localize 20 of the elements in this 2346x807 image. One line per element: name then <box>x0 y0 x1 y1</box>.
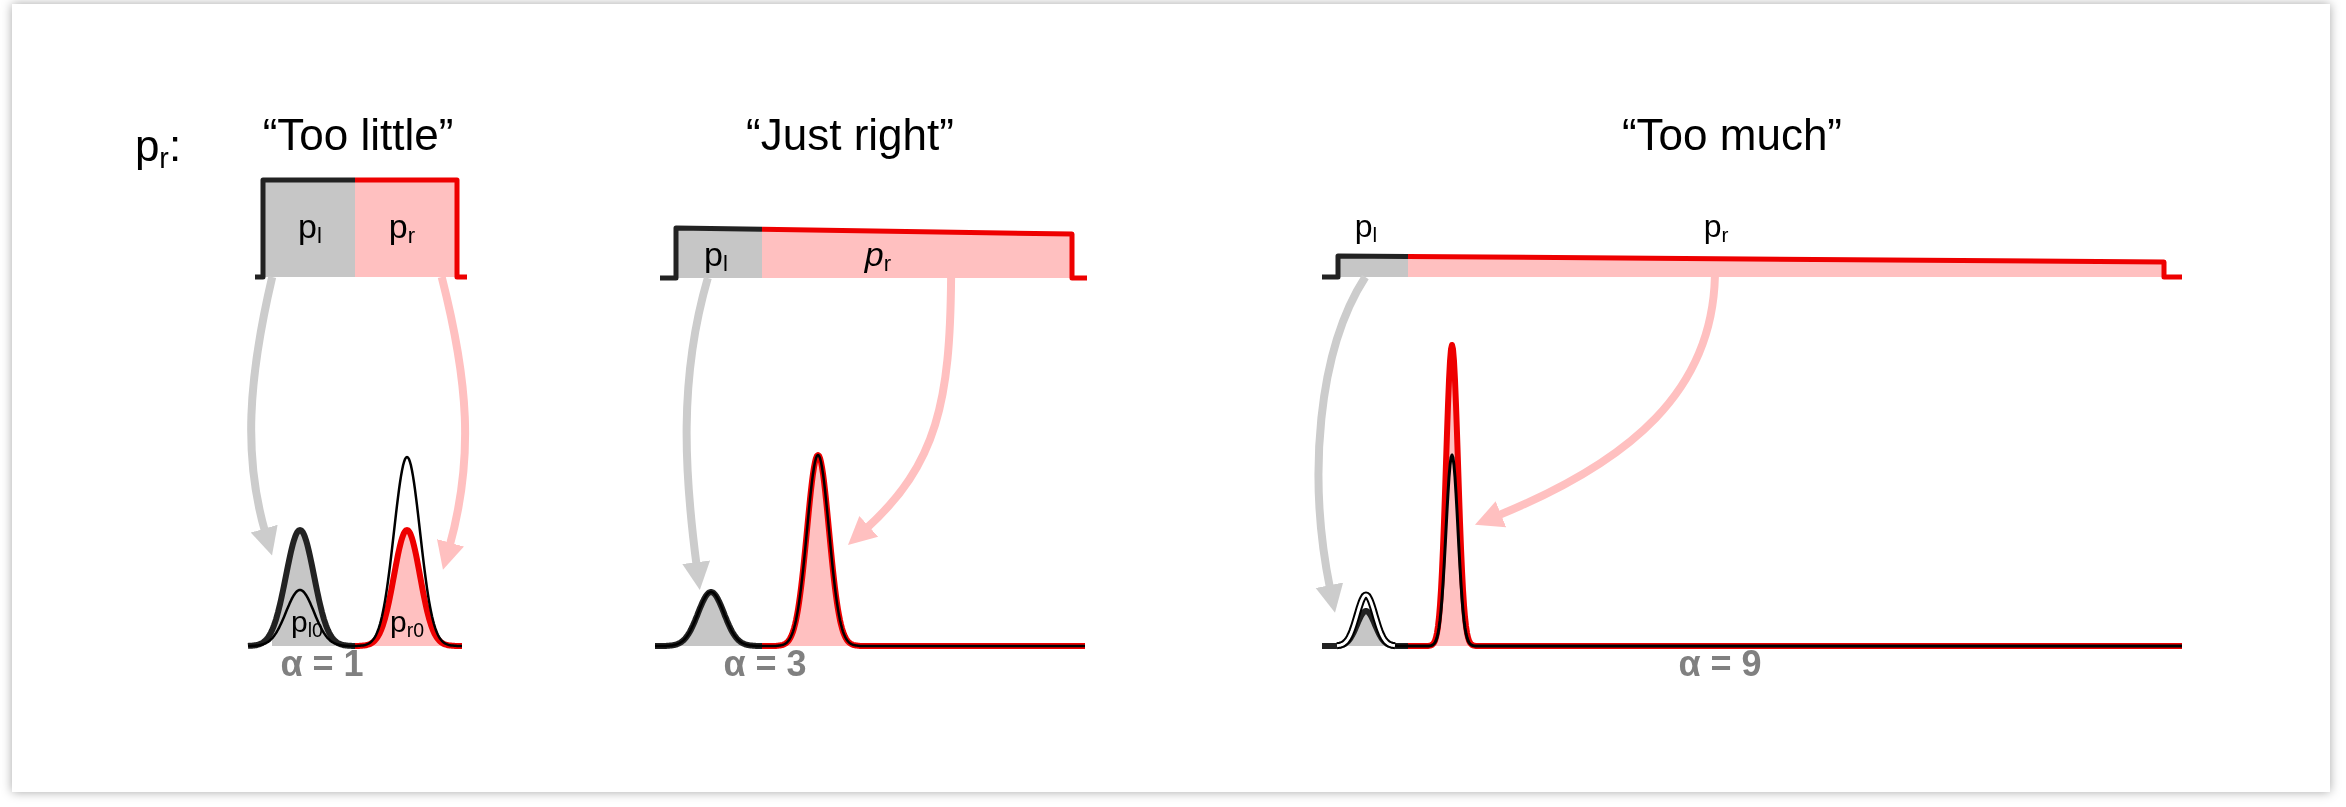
arrow <box>1475 276 1719 528</box>
arrow <box>682 277 712 590</box>
region-label: p$_{l}$ <box>1354 210 1378 246</box>
parameter-label: α = 1 <box>280 644 364 684</box>
variable-label: p$_{r}$: <box>134 121 182 175</box>
region-label: p$_{r}$ <box>1703 210 1729 246</box>
arrow <box>1314 275 1369 613</box>
panel-title: “Too much” <box>1621 110 1843 160</box>
arrow <box>247 276 278 556</box>
panel-title: “Just right” <box>746 110 954 160</box>
region-label: p$_{r}$ <box>388 208 416 248</box>
parameter-label: α = 3 <box>723 644 807 684</box>
region-label: p$_{l}$ <box>298 208 322 248</box>
region-label: p$_{l}$ <box>704 236 728 276</box>
arrow <box>436 276 470 570</box>
panel-title: “Too little” <box>262 110 454 160</box>
region-label: p$_{r}$ <box>864 236 892 276</box>
parameter-label: α = 9 <box>1678 644 1762 684</box>
peak-label: p$_{r0}$ <box>390 607 424 641</box>
arrow <box>848 277 956 546</box>
